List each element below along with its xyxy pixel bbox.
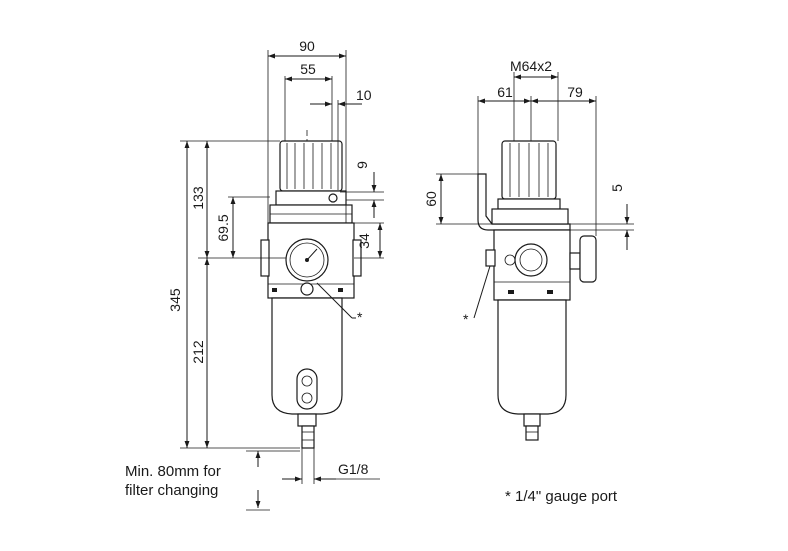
front-adjustment-knob <box>275 140 347 206</box>
front-filter-bowl <box>271 297 343 449</box>
dim-offset-10: 10 <box>356 87 372 103</box>
dim-height-345: 345 <box>167 288 183 312</box>
side-gauge-marker: * <box>463 311 469 327</box>
side-view <box>436 72 634 441</box>
side-pressure-gauge <box>569 235 597 283</box>
dim-side-61: 61 <box>497 84 513 100</box>
side-filter-bowl <box>497 299 567 441</box>
dim-gap-9: 9 <box>354 161 370 169</box>
dim-height-69-5: 69.5 <box>215 214 231 241</box>
side-main-body <box>485 229 571 301</box>
dim-thread-m64x2: M64x2 <box>510 58 552 74</box>
dim-height-133: 133 <box>190 186 206 210</box>
gauge-port-note: * 1/4" gauge port <box>505 488 618 505</box>
clearance-note-line2: filter changing <box>125 482 218 499</box>
front-view <box>180 50 384 511</box>
dim-side-5: 5 <box>609 184 625 192</box>
dim-width-55: 55 <box>300 61 316 77</box>
front-pressure-gauge <box>285 238 329 296</box>
dim-side-60: 60 <box>423 191 439 207</box>
clearance-note-line1: Min. 80mm for <box>125 463 221 480</box>
dim-34: 34 <box>356 233 372 249</box>
front-gauge-marker: * <box>357 309 363 325</box>
side-adjustment-knob <box>497 140 561 210</box>
dim-side-79: 79 <box>567 84 583 100</box>
dim-thread-g1-8: G1/8 <box>338 461 369 477</box>
dim-height-212: 212 <box>190 340 206 364</box>
dim-width-90: 90 <box>299 38 315 54</box>
